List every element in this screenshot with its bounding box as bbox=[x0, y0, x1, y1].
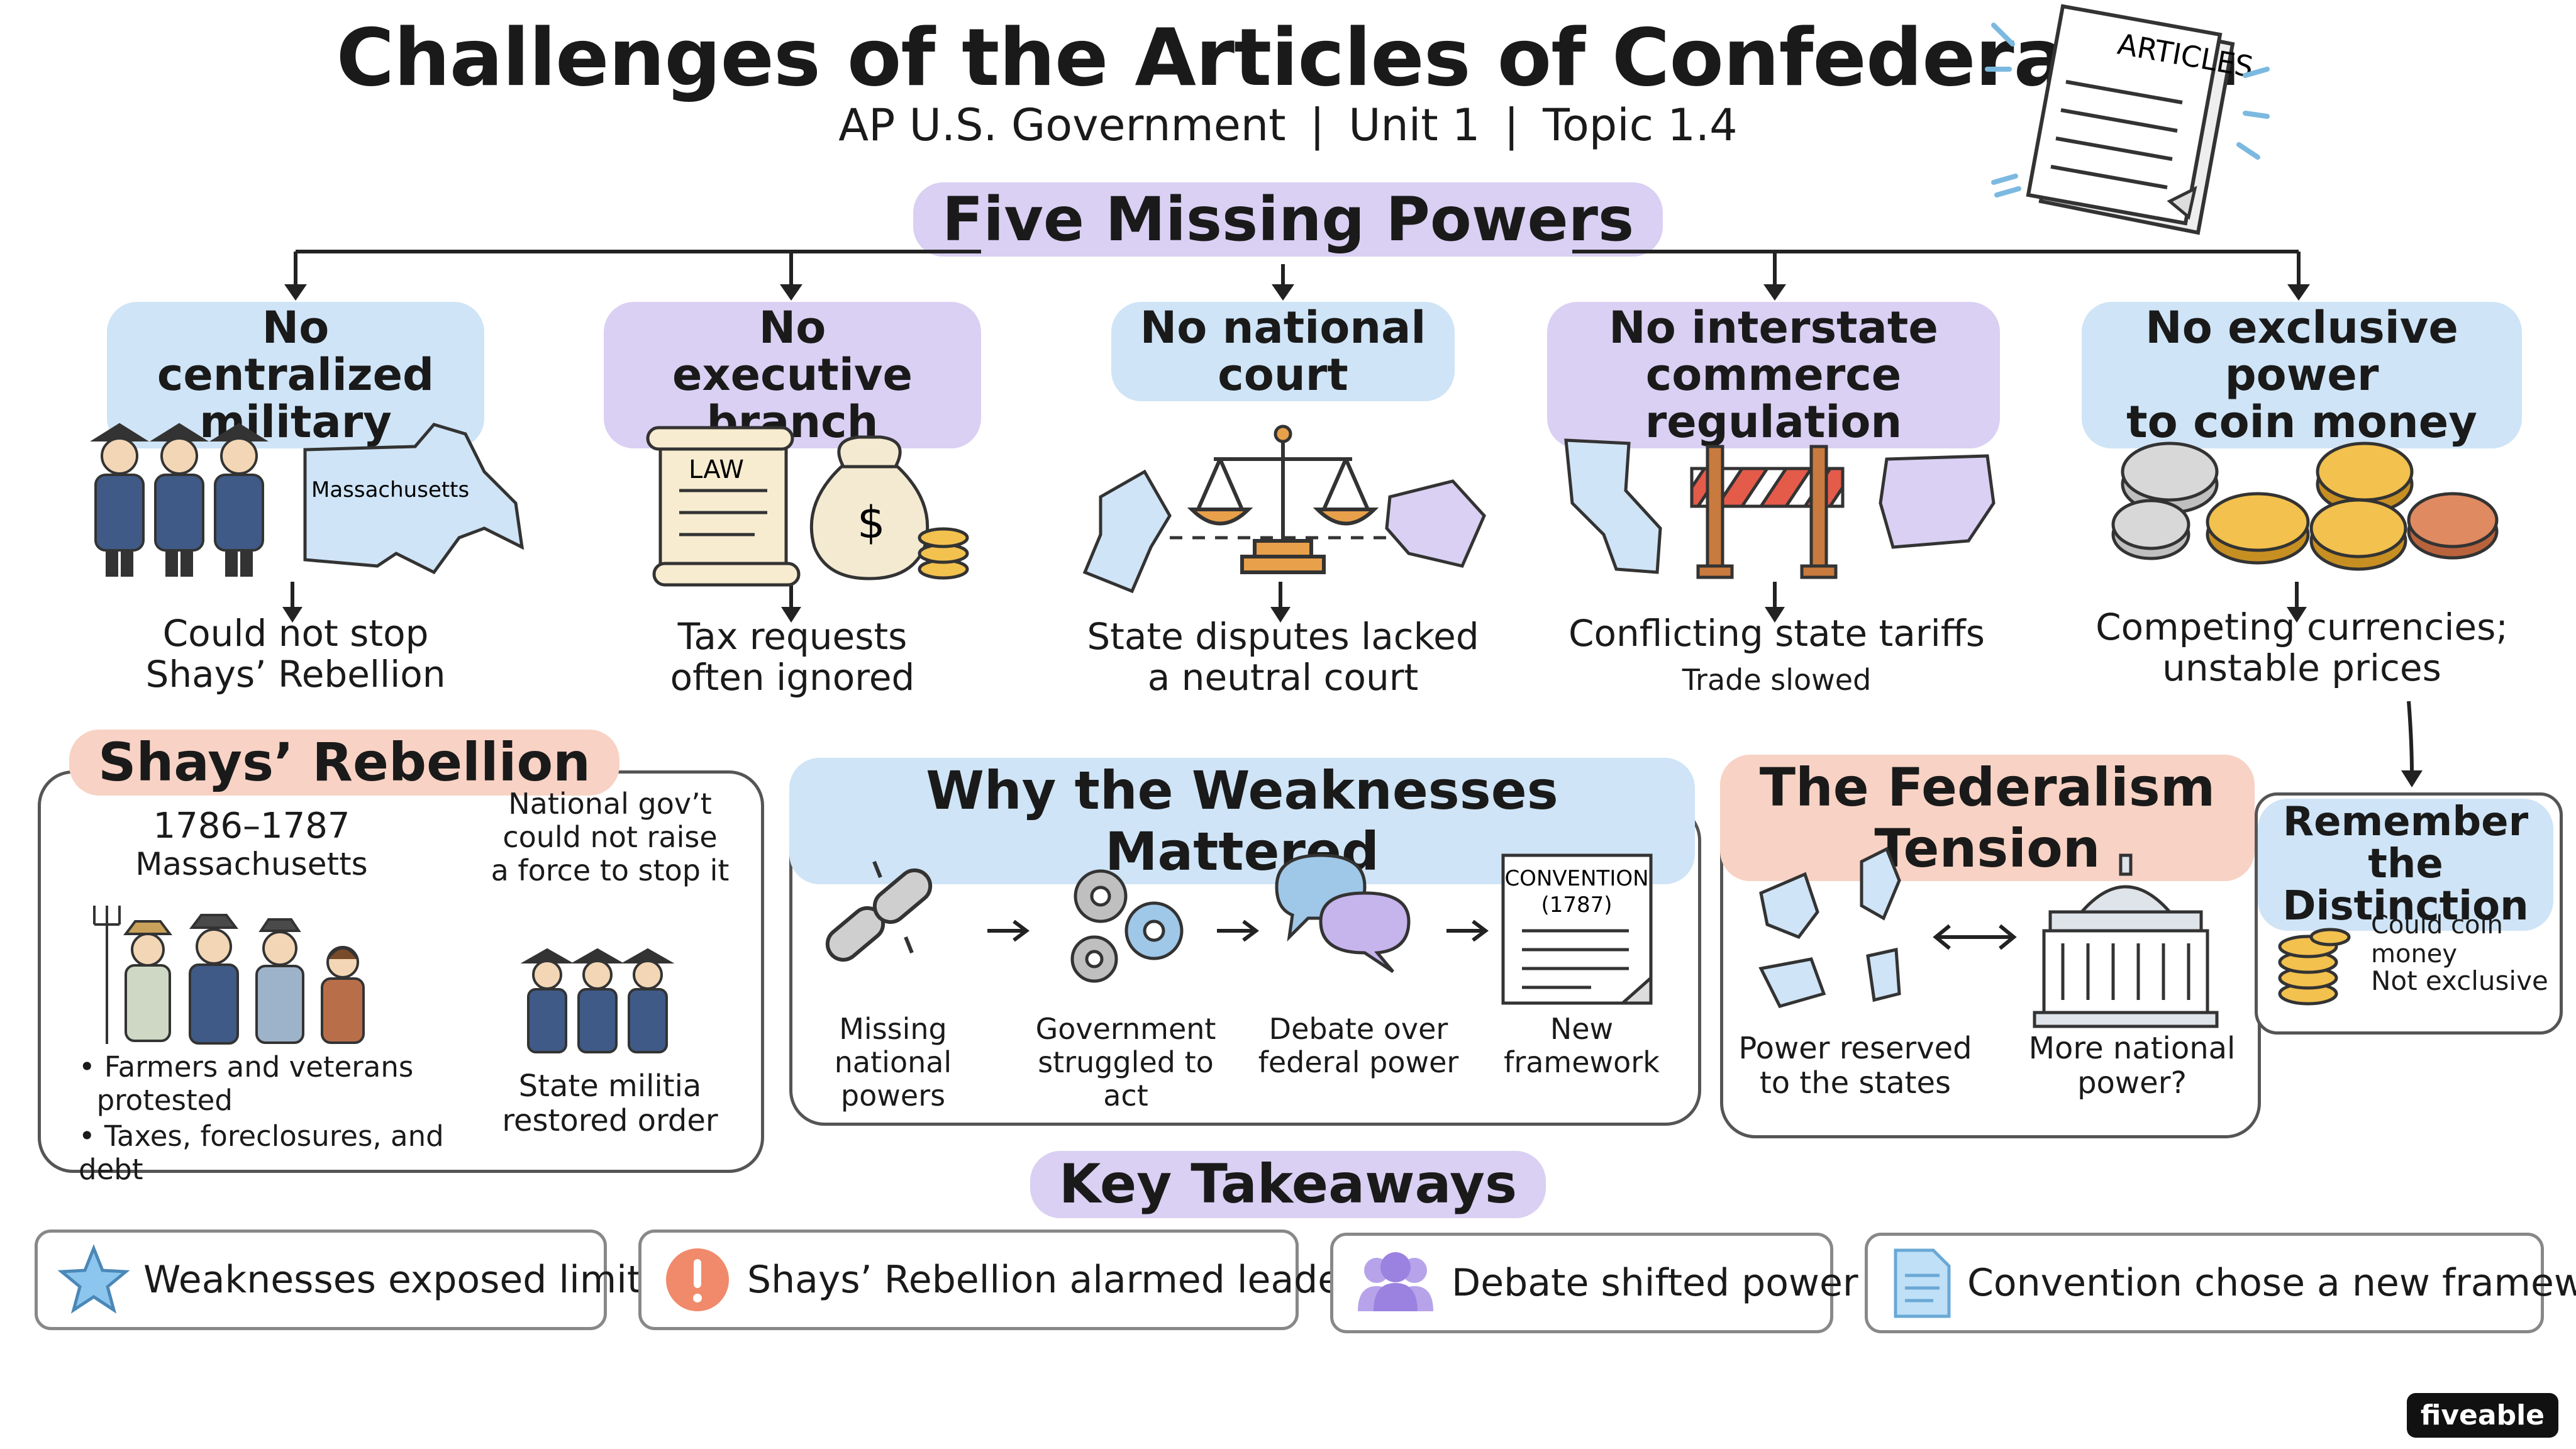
key-takeaways-heading: Key Takeaways bbox=[1030, 1151, 1546, 1218]
document-icon bbox=[1889, 1247, 1952, 1319]
why-flow-illustration: CONVENTION (1787) bbox=[825, 853, 1653, 1005]
speech-bubbles-icon bbox=[1275, 853, 1411, 974]
five-missing-powers-heading: Five Missing Powers bbox=[913, 182, 1663, 257]
massachusetts-map-icon bbox=[303, 423, 525, 575]
barrier-icon bbox=[1690, 445, 1845, 579]
money-bag-icon bbox=[809, 435, 969, 580]
law-label: LAW bbox=[689, 455, 744, 484]
shays-bullets: • Farmers and veterans protested • Taxes… bbox=[79, 1050, 481, 1186]
shays-bullet-1: • Farmers and veterans protested bbox=[79, 1050, 414, 1118]
state-shape-icon bbox=[1082, 469, 1172, 594]
course-label: AP U.S. Government bbox=[838, 99, 1286, 151]
shays-bullet-2: • Taxes, foreclosures, and debt bbox=[79, 1119, 444, 1187]
scales-icon bbox=[1187, 434, 1379, 574]
dollar-sign-label: $ bbox=[857, 497, 886, 548]
exclamation-icon bbox=[663, 1245, 732, 1314]
law-scroll-money-bag-illustration: LAW $ bbox=[646, 426, 969, 587]
takeaway-card: Debate shifted power bbox=[1330, 1233, 1858, 1333]
soldier-icon bbox=[90, 423, 269, 577]
farmers-protest-illustration bbox=[93, 906, 365, 1045]
topic-label: Topic 1.4 bbox=[1543, 99, 1738, 151]
convention-document-icon bbox=[1501, 853, 1653, 1005]
double-arrow-icon bbox=[1933, 924, 2017, 950]
coin-stack-icon bbox=[2278, 928, 2351, 1006]
federalism-tension-heading: The Federalism Tension bbox=[1720, 755, 2255, 882]
takeaway-card: Convention chose a new framework bbox=[1865, 1233, 2576, 1333]
broken-chain-icon bbox=[825, 860, 933, 962]
arrow-icon bbox=[987, 919, 1030, 942]
state-militia-illustration bbox=[520, 948, 675, 1053]
convention-year: (1787) bbox=[1541, 892, 1612, 918]
arrow-icon bbox=[1217, 919, 1259, 942]
states-map-icon bbox=[1758, 847, 1901, 1008]
capitol-building-icon bbox=[2033, 853, 2219, 1028]
takeaway-card: Weaknesses exposed limits bbox=[35, 1230, 662, 1330]
result-commerce: Conflicting state tariffs bbox=[1568, 612, 1985, 655]
state-shape-icon bbox=[1385, 479, 1486, 568]
arrow-icon bbox=[1446, 919, 1489, 942]
massachusetts-map-label: Massachusetts bbox=[311, 477, 469, 502]
law-scroll-icon bbox=[646, 426, 801, 587]
page-subtitle: AP U.S. Government|Unit 1|Topic 1.4 bbox=[838, 99, 1738, 151]
star-icon bbox=[57, 1244, 130, 1314]
federalism-illustration bbox=[1758, 847, 2219, 1028]
why-step-4: New framework bbox=[1504, 1012, 1660, 1079]
scales-of-justice-illustration bbox=[1082, 425, 1486, 594]
result-coin: Competing currencies;unstable prices bbox=[2096, 606, 2508, 689]
people-icon bbox=[1355, 1248, 1436, 1318]
shays-rebellion-heading: Shays’ Rebellion bbox=[69, 730, 619, 796]
farmer-icon bbox=[93, 906, 365, 1045]
fiveable-logo: fiveable bbox=[2406, 1393, 2558, 1438]
shays-years: 1786–1787 bbox=[153, 806, 350, 847]
result-commerce-note: Trade slowed bbox=[1682, 663, 1872, 697]
takeaway-card: Shays’ Rebellion alarmed leaders bbox=[638, 1230, 1376, 1330]
unit-label: Unit 1 bbox=[1348, 99, 1480, 151]
shays-place: Massachusetts bbox=[135, 845, 368, 882]
soldiers-massachusetts-illustration: Massachusetts bbox=[90, 423, 525, 577]
remember-item-coin: Could coin money bbox=[2371, 911, 2503, 969]
trade-barrier-illustration bbox=[1564, 438, 1996, 579]
convention-label: CONVENTION bbox=[1504, 866, 1648, 891]
articles-document-icon: ARTICLES bbox=[1985, 4, 2270, 235]
state-shape-icon bbox=[1564, 438, 1662, 574]
coins-illustration bbox=[2111, 441, 2499, 571]
remember-item-not-exclusive: Not exclusive bbox=[2371, 965, 2548, 996]
gears-icon bbox=[1070, 869, 1184, 983]
page-title: Challenges of the Articles of Confederat… bbox=[336, 11, 2241, 104]
state-shape-icon bbox=[1879, 454, 1996, 549]
